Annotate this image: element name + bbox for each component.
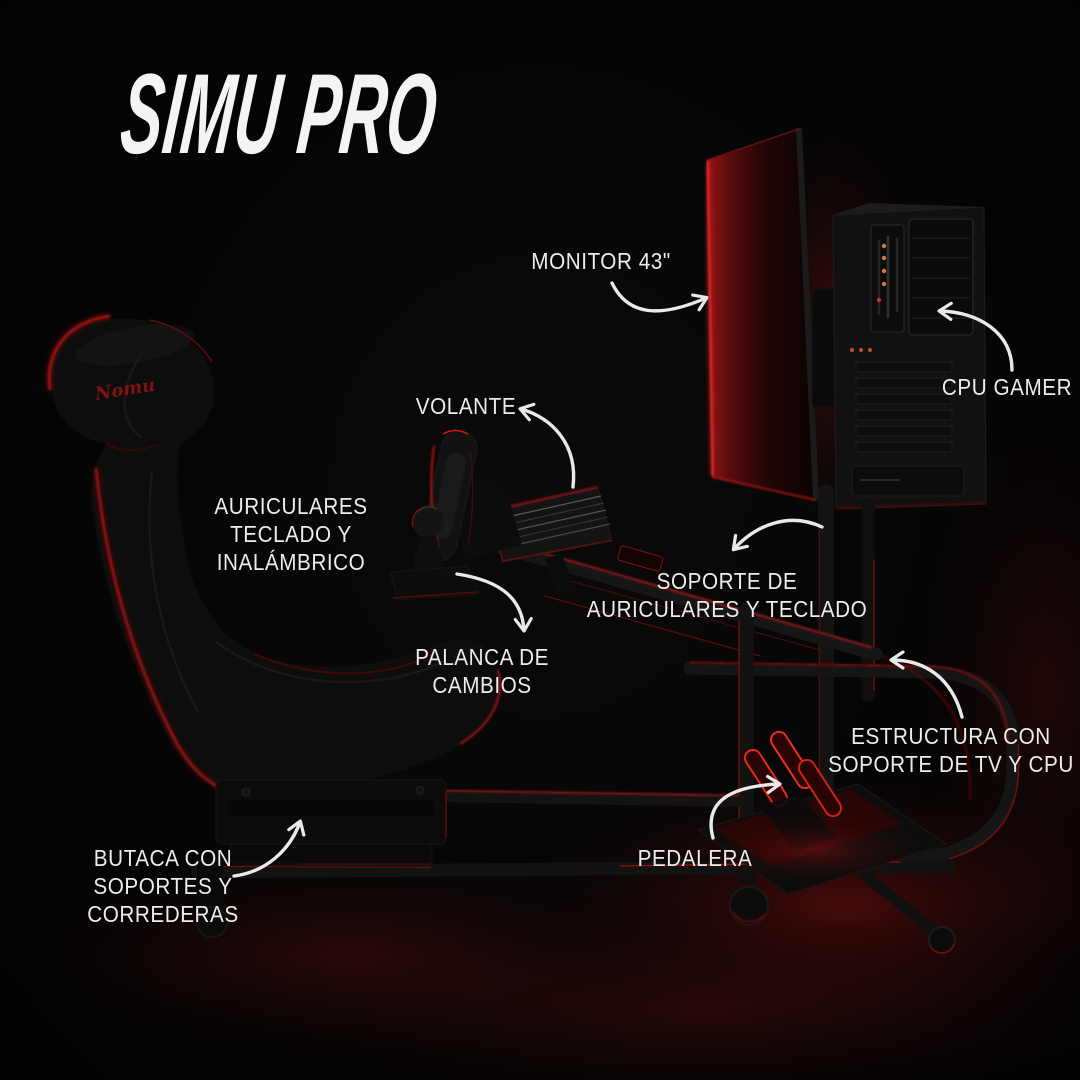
callout-pedalera: PEDALERA	[638, 844, 753, 872]
callout-line: CORREDERAS	[87, 901, 239, 927]
monitor-arrow	[610, 281, 709, 313]
cpu-arrow	[937, 301, 1014, 372]
callout-line: SOPORTES Y	[93, 873, 233, 899]
callout-butaca: BUTACA CON SOPORTES Y CORREDERAS	[87, 844, 238, 928]
butaca-arrow	[232, 819, 306, 878]
volante-arrow	[518, 402, 576, 489]
estructura-arrow	[889, 650, 964, 719]
callout-arrows	[232, 281, 1014, 878]
soporte-arrow	[731, 518, 824, 552]
callout-line: TECLADO Y	[230, 521, 352, 547]
callout-line: PALANCA DE	[415, 644, 549, 670]
poster-title: SIMU PRO	[115, 51, 444, 178]
callout-line: SOPORTE DE TV Y CPU	[828, 751, 1074, 777]
callout-line: VOLANTE	[415, 393, 517, 419]
callout-line: AURICULARES Y TECLADO	[586, 596, 868, 622]
callout-estructura: ESTRUCTURA CON SOPORTE DE TV Y CPU	[828, 722, 1074, 778]
callout-cpu: CPU GAMER	[942, 373, 1072, 401]
callout-line: MONITOR 43"	[531, 248, 671, 274]
palanca-arrow	[455, 572, 533, 633]
callout-monitor: MONITOR 43"	[531, 247, 670, 275]
callout-line: CAMBIOS	[432, 672, 532, 698]
callout-line: INALÁMBRICO	[216, 549, 366, 575]
callout-line: ESTRUCTURA CON	[851, 723, 1051, 749]
pedals-illustration	[696, 730, 948, 895]
callout-line: PEDALERA	[637, 845, 753, 871]
seat-base-illustration	[215, 779, 447, 865]
callout-line: AURICULARES	[214, 493, 368, 519]
callout-line: SOPORTE DE	[656, 568, 798, 594]
callout-palanca: PALANCA DE CAMBIOS	[415, 643, 549, 699]
callout-line: CPU GAMER	[941, 374, 1073, 400]
racing-seat-illustration: Nomu	[46, 313, 502, 800]
cpu-tower-illustration	[832, 203, 987, 510]
callout-volante: VOLANTE	[416, 392, 516, 420]
callout-line: BUTACA CON	[93, 845, 233, 871]
callout-soporte: SOPORTE DE AURICULARES Y TECLADO	[587, 567, 868, 623]
pedalera-arrow	[709, 774, 782, 840]
callout-auriculares: AURICULARES TECLADO Y INALÁMBRICO	[214, 492, 367, 576]
